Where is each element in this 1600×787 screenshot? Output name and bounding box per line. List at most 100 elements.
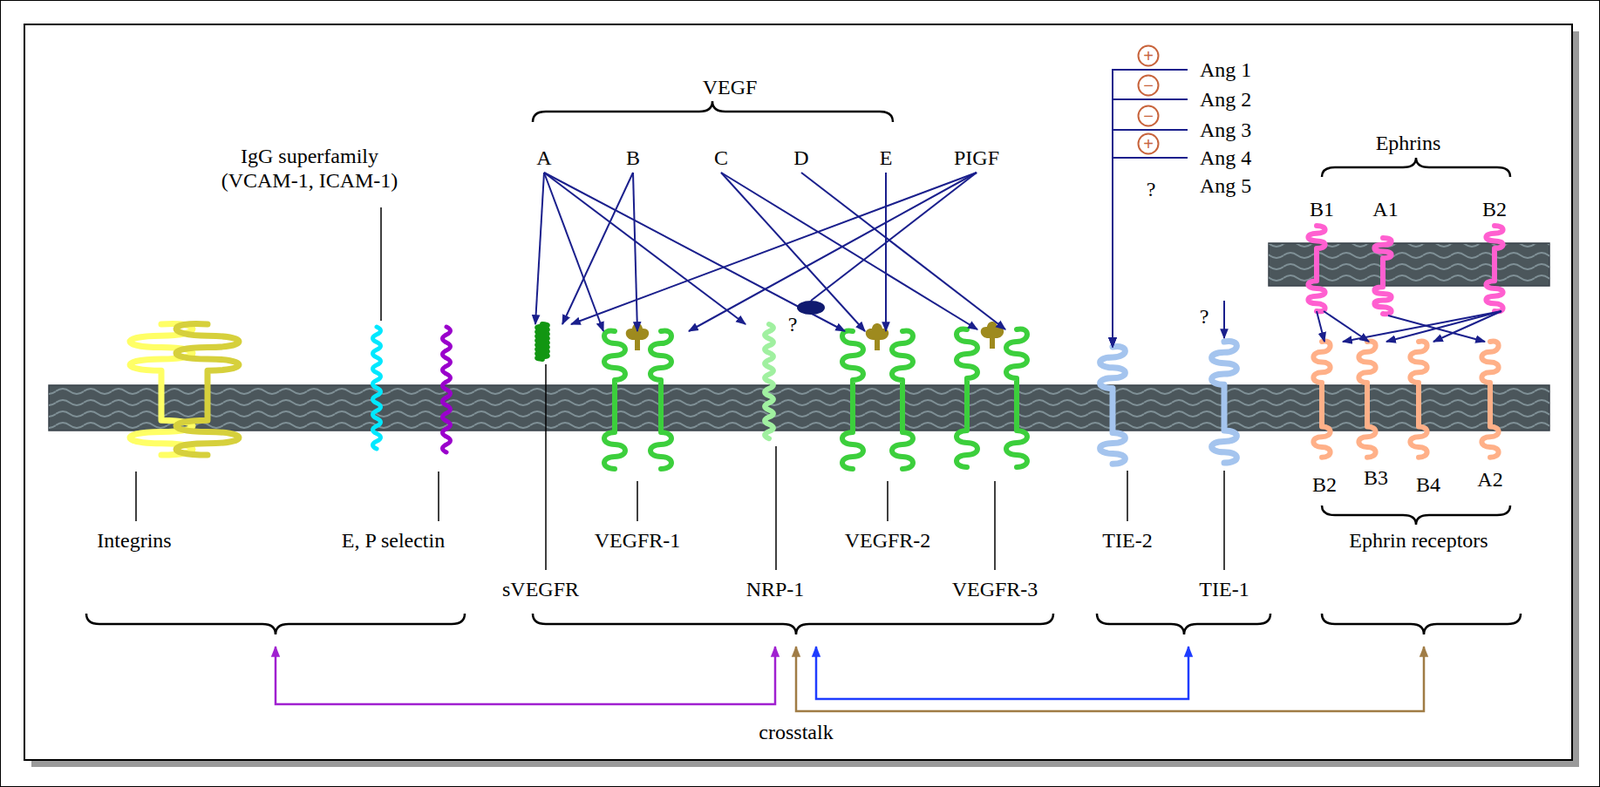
node-text: B2	[1312, 472, 1337, 498]
group-label: VEGF	[702, 74, 758, 100]
connector-arrow	[544, 172, 746, 325]
sign-circle-outline	[1138, 46, 1159, 67]
brace	[86, 613, 465, 635]
connector-arrow	[885, 172, 887, 332]
node-text: B3	[1363, 465, 1389, 491]
receptor: VEGFR-2	[832, 331, 942, 556]
ligand-label: A	[533, 142, 554, 173]
node-text: A2	[1477, 467, 1503, 492]
vegfr-chain	[891, 330, 913, 470]
ephrin	[1374, 238, 1391, 314]
igg-receptor	[373, 326, 382, 450]
node-text: IgG superfamily (VCAM-1, ICAM-1)	[209, 143, 410, 193]
connector-arrow	[721, 172, 978, 330]
crosstalk-arrow	[275, 646, 776, 705]
connector-arrow	[571, 172, 977, 325]
receptor: NRP-1	[732, 324, 807, 605]
ligand-label: B	[623, 142, 643, 173]
node-text: Ang 4	[1199, 145, 1252, 171]
vegfr-chain	[604, 330, 626, 470]
sign-circle-outline	[1138, 75, 1159, 96]
connector-arrow	[1316, 311, 1325, 342]
vegfr-chain	[956, 328, 978, 468]
group-label: Ephrin receptors	[1348, 528, 1488, 553]
angiopoietin-label: Ang 5	[1187, 170, 1254, 201]
integrin-chain	[176, 323, 239, 456]
node-text: TIE-2	[1102, 528, 1152, 553]
node-text: B4	[1416, 472, 1441, 498]
connector-arrow	[535, 172, 545, 325]
crosstalk-arrow	[796, 646, 1424, 712]
brace	[1321, 613, 1521, 635]
receptor: IgG superfamily (VCAM-1, ICAM-1)	[206, 141, 413, 450]
brace	[1321, 505, 1511, 525]
tie-receptor	[1211, 340, 1238, 463]
question-mark: ?	[1199, 304, 1210, 329]
receptor: sVEGFR	[498, 324, 583, 605]
angiopoietin-label: Ang 2	[1187, 84, 1254, 115]
leader-line	[380, 207, 382, 321]
ephrin-receptor: A2	[1469, 341, 1518, 495]
sign-circle-outline	[1138, 106, 1159, 127]
leader-line	[1126, 470, 1129, 522]
dimer-shape	[796, 300, 825, 315]
connector-arrow	[1112, 69, 1188, 348]
node-text: E	[879, 145, 893, 171]
leader-line	[775, 446, 777, 571]
node-text: B2	[1482, 197, 1507, 222]
ligand-label: D	[790, 142, 811, 173]
sign-text: +	[1143, 47, 1154, 65]
node-text: NRP-1	[746, 577, 805, 602]
ephrin-ligand: B2	[1477, 194, 1513, 312]
angiopoietin-label: Ang 4	[1187, 142, 1254, 173]
ephrin	[1485, 225, 1503, 312]
brace	[1096, 613, 1271, 635]
selectin	[442, 326, 451, 453]
ephrin-receptor	[1481, 341, 1498, 458]
angiopoietin-label: Ang 1	[1187, 54, 1254, 85]
dimer-marker: ?	[781, 300, 827, 340]
leader-line	[544, 364, 547, 571]
connector-arrow	[562, 172, 634, 325]
node-text: C	[714, 145, 729, 171]
brace	[532, 613, 1054, 635]
node-text: E, P selectin	[341, 528, 445, 553]
node-text: VEGFR-2	[844, 528, 932, 553]
sign-circle: +	[1137, 44, 1160, 68]
connector-arrow	[1433, 311, 1502, 342]
connector-arrow	[801, 172, 1006, 330]
connector-arrow	[721, 172, 865, 332]
connector-arrow	[1112, 99, 1188, 348]
node-text: VEGFR-1	[594, 528, 681, 553]
sign-text: −	[1143, 76, 1154, 95]
connector-arrow	[633, 172, 638, 332]
receptor: Integrins	[94, 321, 253, 558]
vegfr-chain	[1006, 328, 1028, 468]
node-text: Ang 2	[1199, 87, 1252, 112]
node-text: VEGFR-3	[952, 577, 1039, 602]
soluble-receptor	[537, 324, 548, 360]
leader-line	[437, 471, 440, 522]
connector-arrow	[544, 172, 845, 332]
ligand-label: E	[877, 142, 896, 173]
connector-arrow	[810, 172, 977, 301]
ephrin-ligand: B1	[1300, 194, 1337, 312]
ephrin-ligand: A1	[1368, 194, 1404, 316]
ephrin-receptor	[1313, 341, 1330, 458]
ephrin-receptor: B2	[1307, 341, 1354, 500]
sign-circle: −	[1137, 74, 1160, 97]
connector-arrow	[1112, 129, 1188, 348]
node-text: ?	[788, 312, 798, 337]
neighbour-membrane-texture	[1268, 244, 1550, 286]
node-text: Integrins	[96, 528, 171, 553]
sign-circle-outline	[1138, 134, 1159, 155]
connector-arrow	[1342, 311, 1502, 342]
node-text: Ang 5	[1199, 173, 1252, 198]
sign-circle: −	[1137, 104, 1160, 128]
leader-line	[886, 481, 889, 522]
node-text: sVEGFR	[502, 577, 579, 602]
node-text: B1	[1309, 197, 1335, 222]
sign-text: −	[1143, 107, 1154, 125]
